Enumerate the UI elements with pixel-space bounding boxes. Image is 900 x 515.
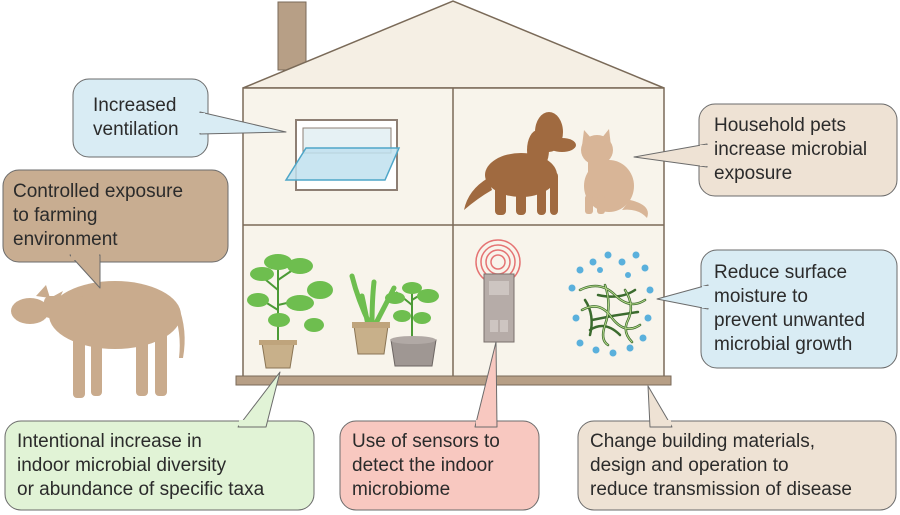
callout-diversity-bubble xyxy=(4,371,315,511)
callout-farming-text: Controlled exposure to farming environme… xyxy=(13,181,184,250)
callout-ventilation-bubble xyxy=(72,78,287,158)
callout-sensors-bubble xyxy=(339,341,540,511)
cat-icon xyxy=(581,129,648,218)
callout-moisture-text: Reduce surface moisture to prevent unwan… xyxy=(714,262,866,355)
callout-pets: Household pets increase microbial exposu… xyxy=(699,104,897,196)
callout-moisture-bubble xyxy=(656,249,898,369)
callout-materials: Change building materials, design and op… xyxy=(578,421,896,510)
dog-icon xyxy=(464,112,576,215)
callout-pets-text: Household pets increase microbial exposu… xyxy=(714,115,868,184)
callout-farming: Controlled exposure to farming environme… xyxy=(3,170,228,262)
callout-farming-bubble xyxy=(2,169,229,289)
house-floor xyxy=(235,375,672,386)
chimney xyxy=(277,1,307,71)
callout-moisture: Reduce surface moisture to prevent unwan… xyxy=(701,250,897,368)
plant-icon xyxy=(385,282,439,367)
window-icon xyxy=(284,119,401,191)
callout-sensors-text: Use of sensors to detect the indoor micr… xyxy=(352,430,500,500)
callout-diversity: Intentional increase in indoor microbial… xyxy=(5,421,314,510)
callout-materials-bubble xyxy=(577,385,897,511)
callout-diversity-text: Intentional increase in indoor microbial… xyxy=(17,430,265,500)
plant-icon xyxy=(349,273,397,355)
cow-icon xyxy=(11,281,185,398)
callout-sensors: Use of sensors to detect the indoor micr… xyxy=(340,421,539,510)
sensor-icon xyxy=(475,239,521,343)
callout-pets-bubble xyxy=(633,103,898,197)
water-droplet-icon xyxy=(568,251,654,357)
callout-ventilation-text: Increased ventilation xyxy=(93,95,179,140)
callout-materials-text: Change building materials, design and op… xyxy=(590,430,852,500)
plant-icon xyxy=(247,254,333,369)
callout-ventilation: Increased ventilation xyxy=(73,79,208,157)
mould-icon xyxy=(579,284,646,346)
